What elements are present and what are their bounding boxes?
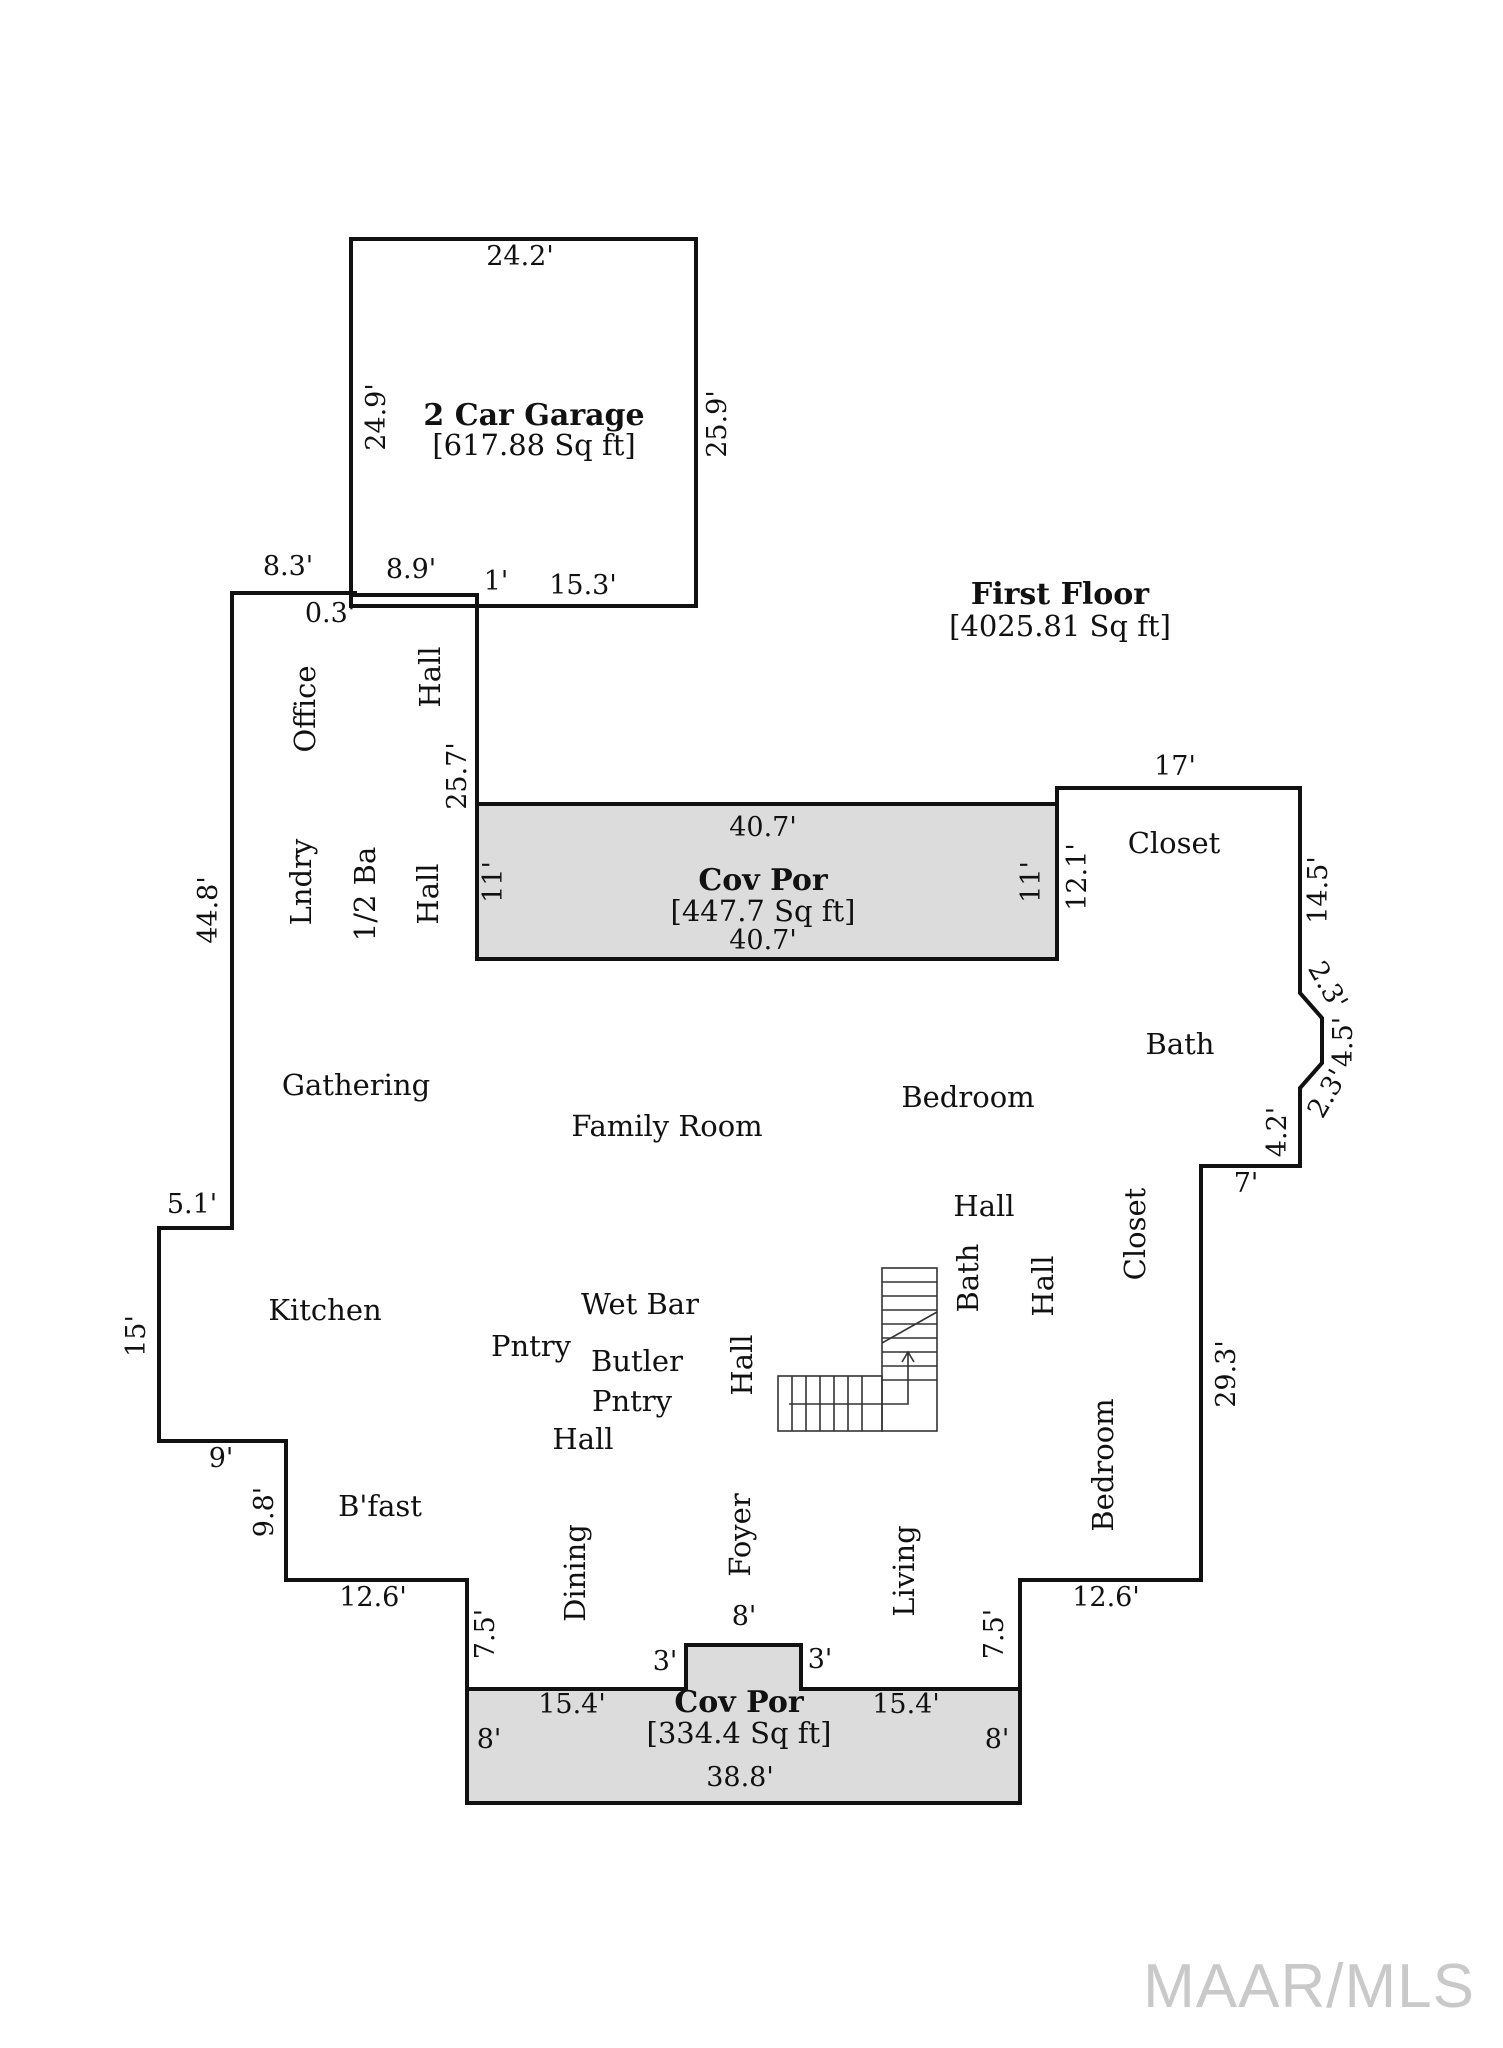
room-dining: Dining bbox=[558, 1524, 592, 1622]
dim-7-5-left: 7.5' bbox=[470, 1609, 501, 1659]
dim-2-3-lower: 2.3' bbox=[1302, 1064, 1354, 1123]
dim-porch-right: 11' bbox=[1016, 861, 1047, 903]
room-hall-mid: Hall bbox=[411, 863, 445, 924]
dim-garage-right: 25.9' bbox=[702, 390, 733, 458]
room-hall-right: Hall bbox=[953, 1189, 1014, 1223]
dim-12-6-left: 12.6' bbox=[339, 1582, 407, 1613]
porch-top-area: [447.7 Sq ft] bbox=[671, 894, 856, 928]
room-butler-pntry: Pntry bbox=[592, 1384, 673, 1418]
room-office: Office bbox=[288, 665, 322, 752]
garage-title: 2 Car Garage bbox=[423, 398, 644, 433]
dim-8-3: 8.3' bbox=[263, 551, 313, 582]
dim-4-2: 4.2' bbox=[1262, 1107, 1293, 1157]
room-butler: Butler bbox=[591, 1344, 683, 1378]
room-closet-lower: Closet bbox=[1118, 1187, 1152, 1280]
dim-15-3: 15.3' bbox=[549, 570, 617, 601]
room-bfast: B'fast bbox=[338, 1489, 422, 1523]
dim-porch-top: 40.7' bbox=[729, 812, 797, 843]
dim-9: 9' bbox=[209, 1443, 234, 1474]
dim-bp-38-8: 38.8' bbox=[706, 1762, 774, 1793]
dim-porch-left: 11' bbox=[478, 861, 509, 903]
dim-8-9: 8.9' bbox=[386, 554, 436, 585]
room-bath-stair: Bath bbox=[951, 1244, 985, 1313]
dim-15: 15' bbox=[121, 1315, 152, 1357]
room-pntry: Pntry bbox=[491, 1329, 572, 1363]
room-bath-right: Bath bbox=[1146, 1027, 1215, 1061]
dim-porch-bottom: 40.7' bbox=[729, 925, 797, 956]
dim-7: 7' bbox=[1234, 1168, 1259, 1199]
room-family-room: Family Room bbox=[571, 1109, 762, 1143]
dim-bp-8-right: 8' bbox=[985, 1724, 1010, 1755]
room-bedroom-lower: Bedroom bbox=[1086, 1398, 1120, 1531]
dim-25-7: 25.7' bbox=[442, 742, 473, 810]
room-gathering: Gathering bbox=[282, 1068, 430, 1102]
dim-bp-8-left: 8' bbox=[477, 1724, 502, 1755]
dim-1: 1' bbox=[484, 566, 509, 597]
room-hall-stair: Hall bbox=[1026, 1255, 1060, 1316]
porch-top-title: Cov Por bbox=[698, 863, 829, 898]
garage-outline bbox=[349, 237, 698, 608]
room-living: Living bbox=[887, 1525, 921, 1616]
dim-bp-15-4-left: 15.4' bbox=[538, 1689, 606, 1720]
dim-2-3-upper: 2.3' bbox=[1301, 956, 1353, 1015]
dim-7-5-right: 7.5' bbox=[979, 1609, 1010, 1659]
room-half-bath: 1/2 Ba bbox=[348, 847, 382, 942]
dim-44-8: 44.8' bbox=[193, 876, 224, 944]
dim-5-1: 5.1' bbox=[167, 1189, 217, 1220]
floor-title: First Floor bbox=[971, 577, 1150, 612]
room-kitchen: Kitchen bbox=[268, 1293, 381, 1327]
room-hall-center: Hall bbox=[725, 1334, 759, 1395]
room-hall-upper: Hall bbox=[413, 646, 447, 707]
covered-porch-top bbox=[475, 802, 1059, 961]
floor-area: [4025.81 Sq ft] bbox=[949, 609, 1171, 643]
dim-12-1: 12.1' bbox=[1062, 843, 1093, 911]
room-closet-right: Closet bbox=[1128, 826, 1221, 860]
staircase bbox=[777, 1267, 938, 1432]
room-foyer: Foyer bbox=[723, 1493, 757, 1577]
dim-bp-15-4-right: 15.4' bbox=[872, 1689, 940, 1720]
dim-3-right: 3' bbox=[808, 1644, 833, 1675]
dim-garage-left: 24.9' bbox=[361, 383, 392, 451]
room-lndry: Lndry bbox=[284, 838, 318, 925]
house-outline bbox=[157, 591, 1324, 1691]
dim-9-8: 9.8' bbox=[249, 1487, 280, 1537]
dim-3-left: 3' bbox=[653, 1646, 678, 1677]
dim-0-3: 0.3' bbox=[305, 598, 355, 629]
dim-12-6-right: 12.6' bbox=[1072, 1582, 1140, 1613]
room-bedroom-upper: Bedroom bbox=[901, 1080, 1034, 1114]
room-wet-bar: Wet Bar bbox=[581, 1287, 699, 1321]
room-hall-lower: Hall bbox=[552, 1422, 613, 1456]
mls-watermark: MAAR/MLS bbox=[1143, 1952, 1475, 2021]
dim-17: 17' bbox=[1154, 751, 1196, 782]
garage-area: [617.88 Sq ft] bbox=[432, 428, 635, 462]
dim-29-3: 29.3' bbox=[1211, 1340, 1242, 1408]
dim-14-5: 14.5' bbox=[1303, 856, 1334, 924]
dim-4-5: 4.5' bbox=[1328, 1017, 1359, 1067]
dim-garage-top: 24.2' bbox=[486, 241, 554, 272]
porch-bottom-title: Cov Por bbox=[674, 1685, 805, 1720]
porch-bottom-area: [334.4 Sq ft] bbox=[647, 1716, 832, 1750]
dim-8-foyer: 8' bbox=[732, 1601, 757, 1632]
